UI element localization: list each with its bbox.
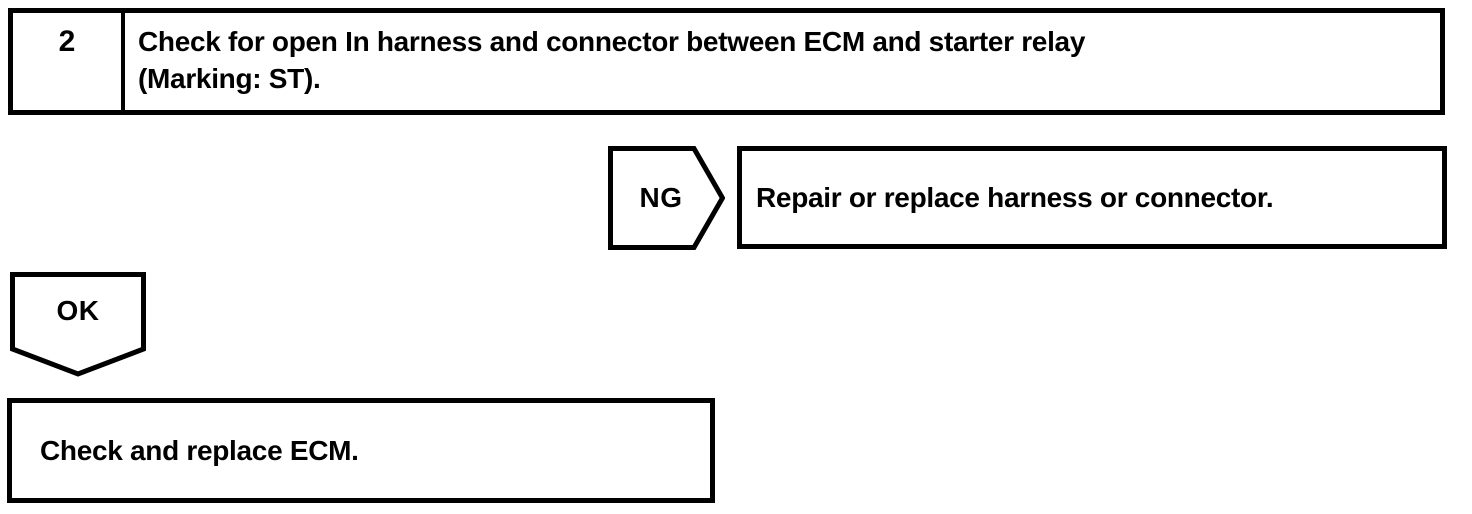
instruction-line-1: Check for open In harness and connector … <box>138 26 1086 57</box>
ng-connector: NG <box>608 146 725 250</box>
ok-result-box: Check and replace ECM. <box>7 398 715 503</box>
ok-connector: OK <box>10 272 146 377</box>
ng-label: NG <box>639 182 683 213</box>
ng-result-box: Repair or replace harness or connector. <box>737 146 1447 249</box>
step-number: 2 <box>58 25 76 58</box>
ok-label: OK <box>56 295 100 326</box>
step-instruction: Check for open In harness and connector … <box>125 13 1440 110</box>
ok-arrow-down-icon <box>10 272 146 377</box>
ok-result-text: Check and replace ECM. <box>40 434 359 466</box>
ng-arrow-right-icon <box>608 146 725 250</box>
ng-result-text: Repair or replace harness or connector. <box>756 181 1274 213</box>
step-box: 2 Check for open In harness and connecto… <box>8 8 1445 115</box>
instruction-line-2: (Marking: ST). <box>138 63 321 94</box>
step-number-cell: 2 <box>13 13 125 110</box>
